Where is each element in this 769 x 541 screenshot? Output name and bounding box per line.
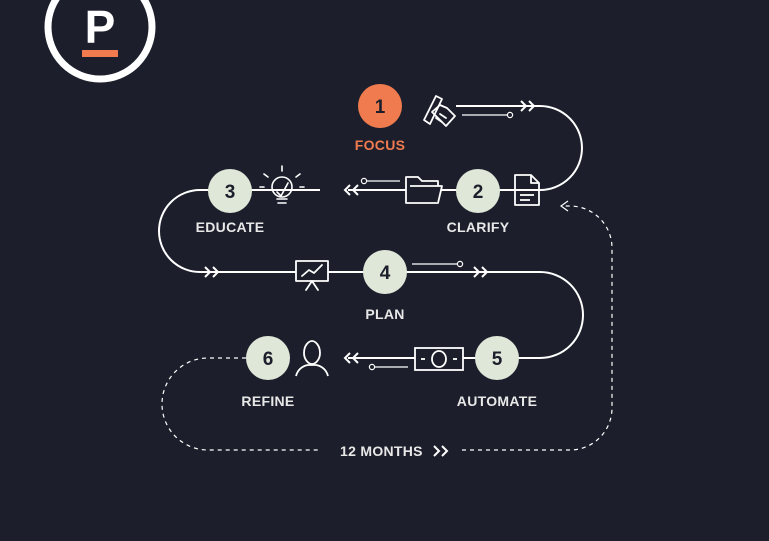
chevron-right-icon — [204, 266, 220, 278]
track-dots — [360, 111, 514, 371]
step-2-circle — [456, 169, 500, 213]
step-6-number: 6 — [263, 349, 274, 370]
chevron-right-icon — [473, 266, 489, 278]
folder-icon — [405, 176, 443, 204]
step-5: 5 AUTOMATE — [457, 336, 537, 409]
direction-arrows — [204, 100, 536, 364]
step-2: 2 CLARIFY — [447, 169, 510, 235]
chevron-left-icon — [343, 184, 359, 196]
logo-letter: P — [85, 1, 116, 53]
step-4-number: 4 — [380, 263, 391, 284]
step-3: 3 EDUCATE — [196, 169, 265, 235]
step-4-circle — [363, 250, 407, 294]
chevron-left-icon — [343, 352, 359, 364]
step-6: 6 REFINE — [241, 336, 294, 409]
lightbulb-icon — [259, 165, 305, 204]
step-5-number: 5 — [492, 349, 503, 370]
handshake-icon — [423, 95, 456, 127]
step-2-number: 2 — [473, 182, 484, 203]
step-1-circle — [358, 84, 402, 128]
step-3-circle — [208, 169, 252, 213]
step-6-circle — [246, 336, 290, 380]
step-3-label: EDUCATE — [196, 219, 265, 235]
person-icon — [295, 340, 329, 377]
step-5-circle — [475, 336, 519, 380]
step-6-label: REFINE — [241, 393, 294, 409]
document-icon — [514, 174, 540, 206]
track-lines — [364, 114, 508, 368]
step-4: 4 PLAN — [363, 250, 407, 322]
step-4-label: PLAN — [365, 306, 404, 322]
step-5-label: AUTOMATE — [457, 393, 537, 409]
cycle-duration-label: 12 MONTHS — [340, 443, 423, 459]
money-bill-icon — [414, 347, 464, 371]
step-1-label: FOCUS — [355, 137, 406, 153]
step-3-number: 3 — [225, 182, 236, 203]
brand-logo: P — [44, 0, 156, 83]
double-chevron-icon — [433, 445, 449, 457]
presentation-board-icon — [295, 260, 329, 291]
step-1-number: 1 — [375, 97, 386, 118]
chevron-right-icon — [520, 100, 536, 112]
step-1: 1 FOCUS — [355, 84, 406, 153]
step-2-label: CLARIFY — [447, 219, 510, 235]
logo-underline — [82, 50, 118, 57]
annual-cycle-loop — [161, 205, 613, 451]
cycle-arrowhead-icon — [559, 200, 569, 212]
